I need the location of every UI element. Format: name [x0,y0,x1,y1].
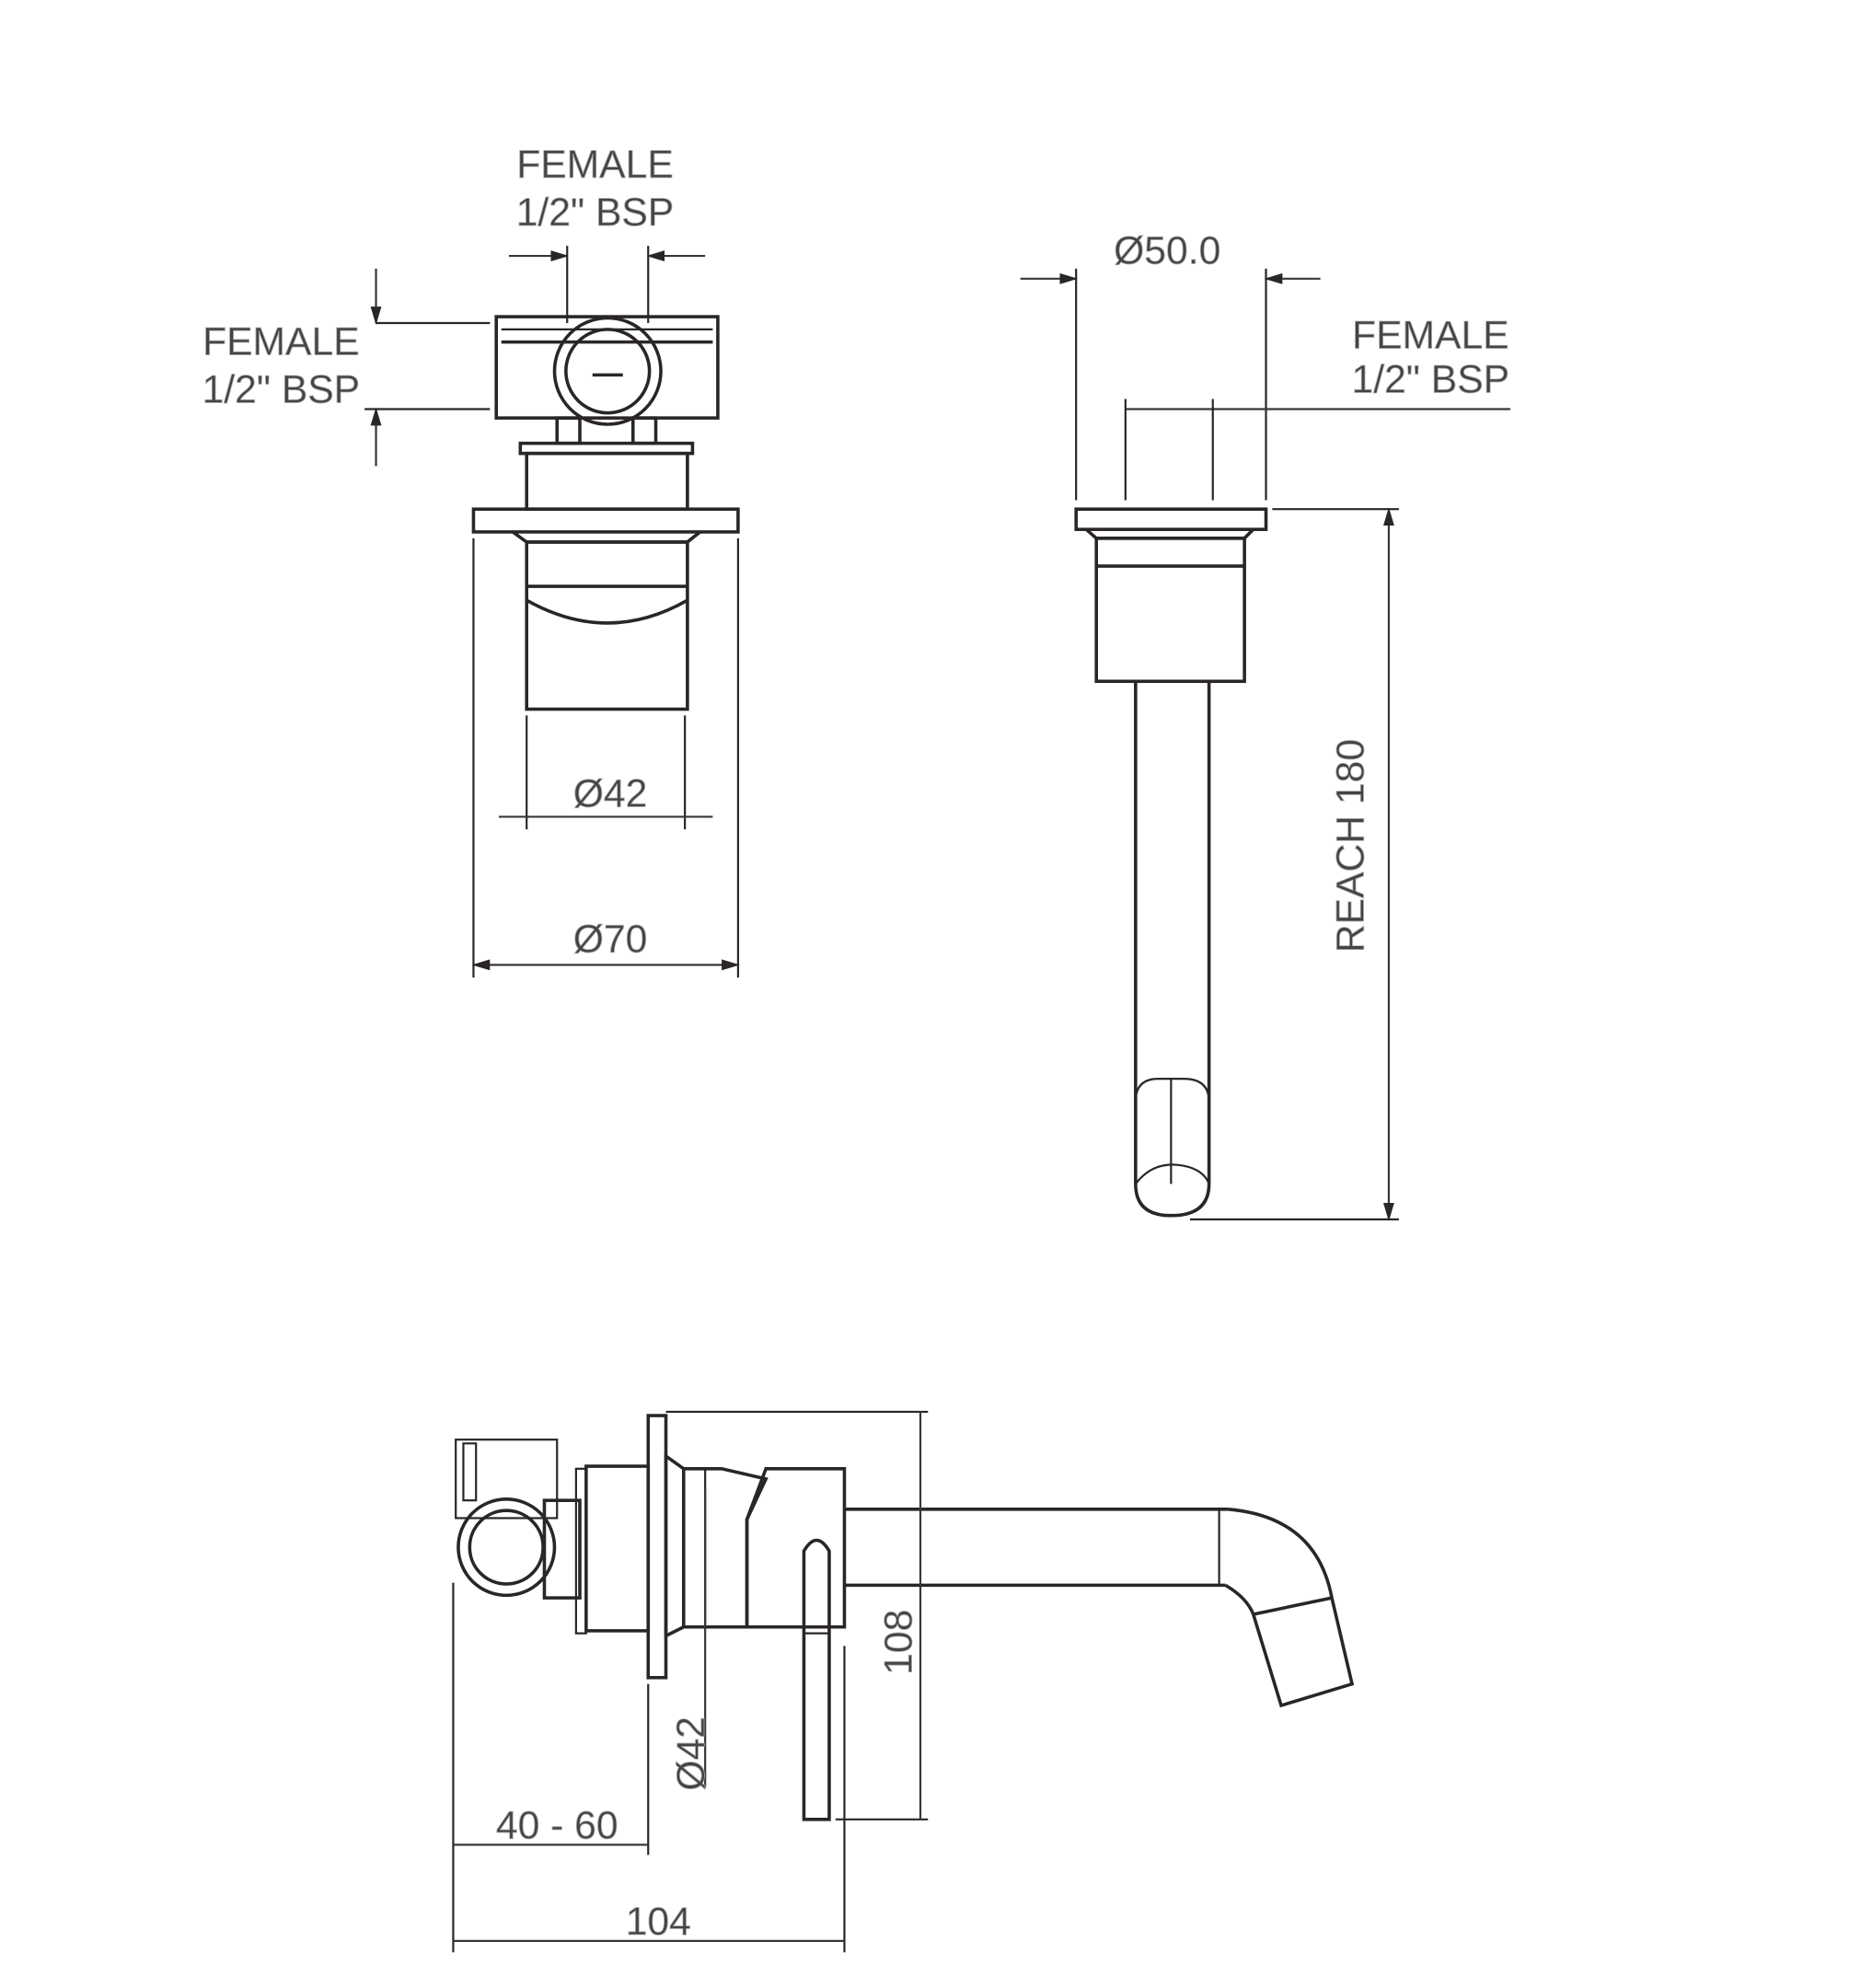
side-connection-label-2: 1/2" BSP [202,368,361,412]
reach-label: REACH 180 [1328,739,1372,953]
total-depth-label: 104 [626,1900,691,1944]
body-diameter-label: Ø42 [573,771,648,815]
side-connection-label-1: FEMALE [202,319,360,364]
top-connection-label-1: FEMALE [516,143,674,187]
flange-diameter-label: Ø50.0 [1114,228,1220,272]
plate-diameter-label: Ø70 [573,918,648,962]
height-label: 108 [876,1610,920,1675]
side-view: 108 Ø42 40 - 60 104 [452,1410,1355,1953]
spout-connection-label-2: 1/2" BSP [1352,358,1510,402]
side-body-diameter-label: Ø42 [669,1716,713,1791]
front-view: FEMALE 1/2" BSP FEMALE 1/2" BSP Ø42 [202,142,740,978]
top-connection-label-2: 1/2" BSP [516,191,675,235]
spout-top-view: Ø50.0 FEMALE 1/2" BSP REACH 180 [1020,228,1510,1221]
spout-connection-label-1: FEMALE [1352,313,1509,357]
wall-depth-label: 40 - 60 [496,1803,618,1847]
